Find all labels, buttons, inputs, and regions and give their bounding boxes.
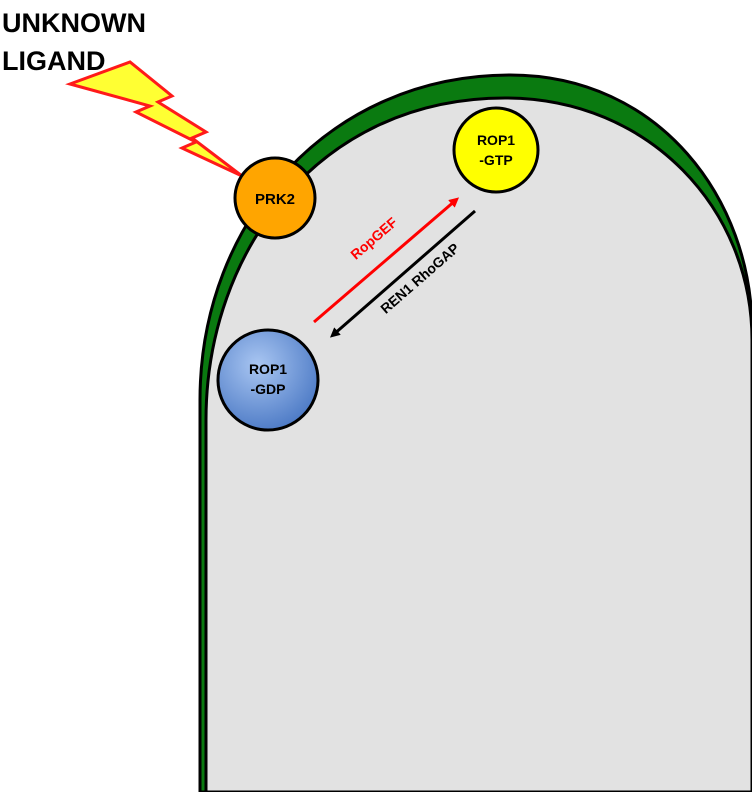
ligand-lightning-icon [70, 62, 242, 176]
rop1-gdp-node: ROP1 -GDP [218, 330, 318, 430]
prk2-label: PRK2 [255, 191, 295, 208]
rop1-gtp-label-line1: ROP1 [477, 132, 515, 148]
rop1-gtp-node: ROP1 -GTP [454, 108, 538, 192]
rop1-gdp-label-line1: ROP1 [249, 361, 287, 377]
ligand-title-line2: LIGAND [2, 46, 106, 76]
rop1-gdp-label-line2: -GDP [251, 381, 286, 397]
ligand-title-line1: UNKNOWN [2, 8, 146, 38]
rop1-gtp-label-line2: -GTP [479, 152, 512, 168]
prk2-node: PRK2 [235, 158, 315, 238]
